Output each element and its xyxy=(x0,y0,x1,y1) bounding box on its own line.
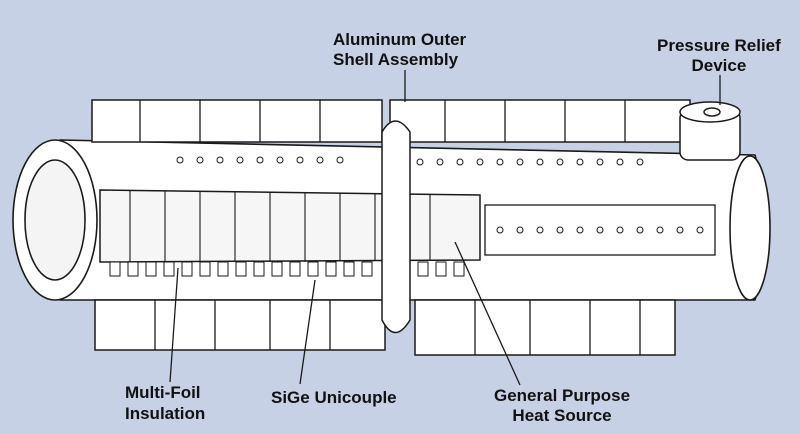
label-outer-shell: Aluminum Outer Shell Assembly xyxy=(333,30,466,70)
left-end-cap-inner xyxy=(24,159,86,281)
label-heat-source: General Purpose Heat Source xyxy=(494,386,630,426)
pressure-relief-device xyxy=(679,101,741,161)
label-multifoil-line2: Insulation xyxy=(125,404,206,423)
bottom-fins xyxy=(94,299,676,356)
label-unicouple: SiGe Unicouple xyxy=(271,388,397,408)
leader-lines xyxy=(169,70,721,386)
label-outer-shell-line2: Shell Assembly xyxy=(333,50,459,69)
label-multifoil-line1: Multi-Foil xyxy=(125,383,201,402)
bottom-fin-dividers xyxy=(154,300,641,355)
heat-source-stack xyxy=(99,189,481,263)
label-heat-source-line2: Heat Source xyxy=(512,406,612,425)
mid-collar xyxy=(381,120,411,334)
right-end-cap xyxy=(729,155,771,301)
label-relief-device: Pressure Relief Device xyxy=(657,36,781,76)
top-fin-dividers xyxy=(139,100,626,142)
bolt-row-top xyxy=(176,156,644,166)
label-relief-device-line1: Pressure Relief xyxy=(657,36,781,55)
label-unicouple-line1: SiGe Unicouple xyxy=(271,388,397,407)
label-multifoil: Multi-Foil Insulation xyxy=(125,382,205,424)
right-bolt-row xyxy=(496,226,704,234)
label-relief-device-line2: Device xyxy=(691,56,747,75)
label-heat-source-line1: General Purpose xyxy=(494,386,631,405)
label-outer-shell-line1: Aluminum Outer xyxy=(333,30,467,49)
heat-source-modules xyxy=(129,191,431,262)
